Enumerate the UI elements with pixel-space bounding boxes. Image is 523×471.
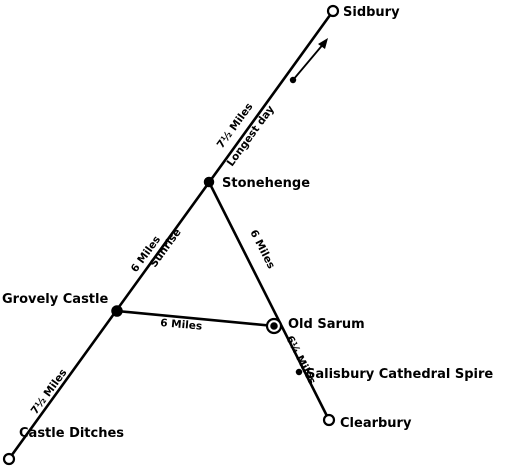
node-stonehenge bbox=[203, 176, 215, 188]
label-old-sarum: Old Sarum bbox=[288, 317, 365, 332]
label-sidbury: Sidbury bbox=[343, 5, 400, 20]
label-salisbury-spire: Salisbury Cathedral Spire bbox=[306, 367, 493, 382]
label-grovely-castle: Grovely Castle bbox=[2, 292, 108, 307]
label-clearbury: Clearbury bbox=[340, 416, 412, 431]
longest-day-arrow bbox=[289, 38, 328, 84]
node-castle-ditches bbox=[2, 452, 16, 466]
node-sidbury bbox=[326, 4, 340, 18]
distance-grovely-castle-ditches: 7½ Miles bbox=[29, 367, 70, 417]
label-castle-ditches: Castle Ditches bbox=[19, 426, 124, 441]
node-clearbury bbox=[322, 413, 336, 427]
distance-old-sarum-clearbury: 6¼ Miles bbox=[283, 334, 318, 387]
node-old-sarum bbox=[265, 317, 283, 335]
node-grovely-castle bbox=[111, 305, 123, 317]
distance-grovely-old-sarum: 6 Miles bbox=[160, 317, 203, 333]
line-grovely-old-sarum bbox=[115, 309, 276, 328]
node-salisbury-spire bbox=[295, 368, 303, 376]
line-stonehenge-clearbury bbox=[207, 180, 331, 422]
label-stonehenge: Stonehenge bbox=[222, 176, 310, 191]
line-sidbury-castle-ditches bbox=[7, 9, 335, 461]
